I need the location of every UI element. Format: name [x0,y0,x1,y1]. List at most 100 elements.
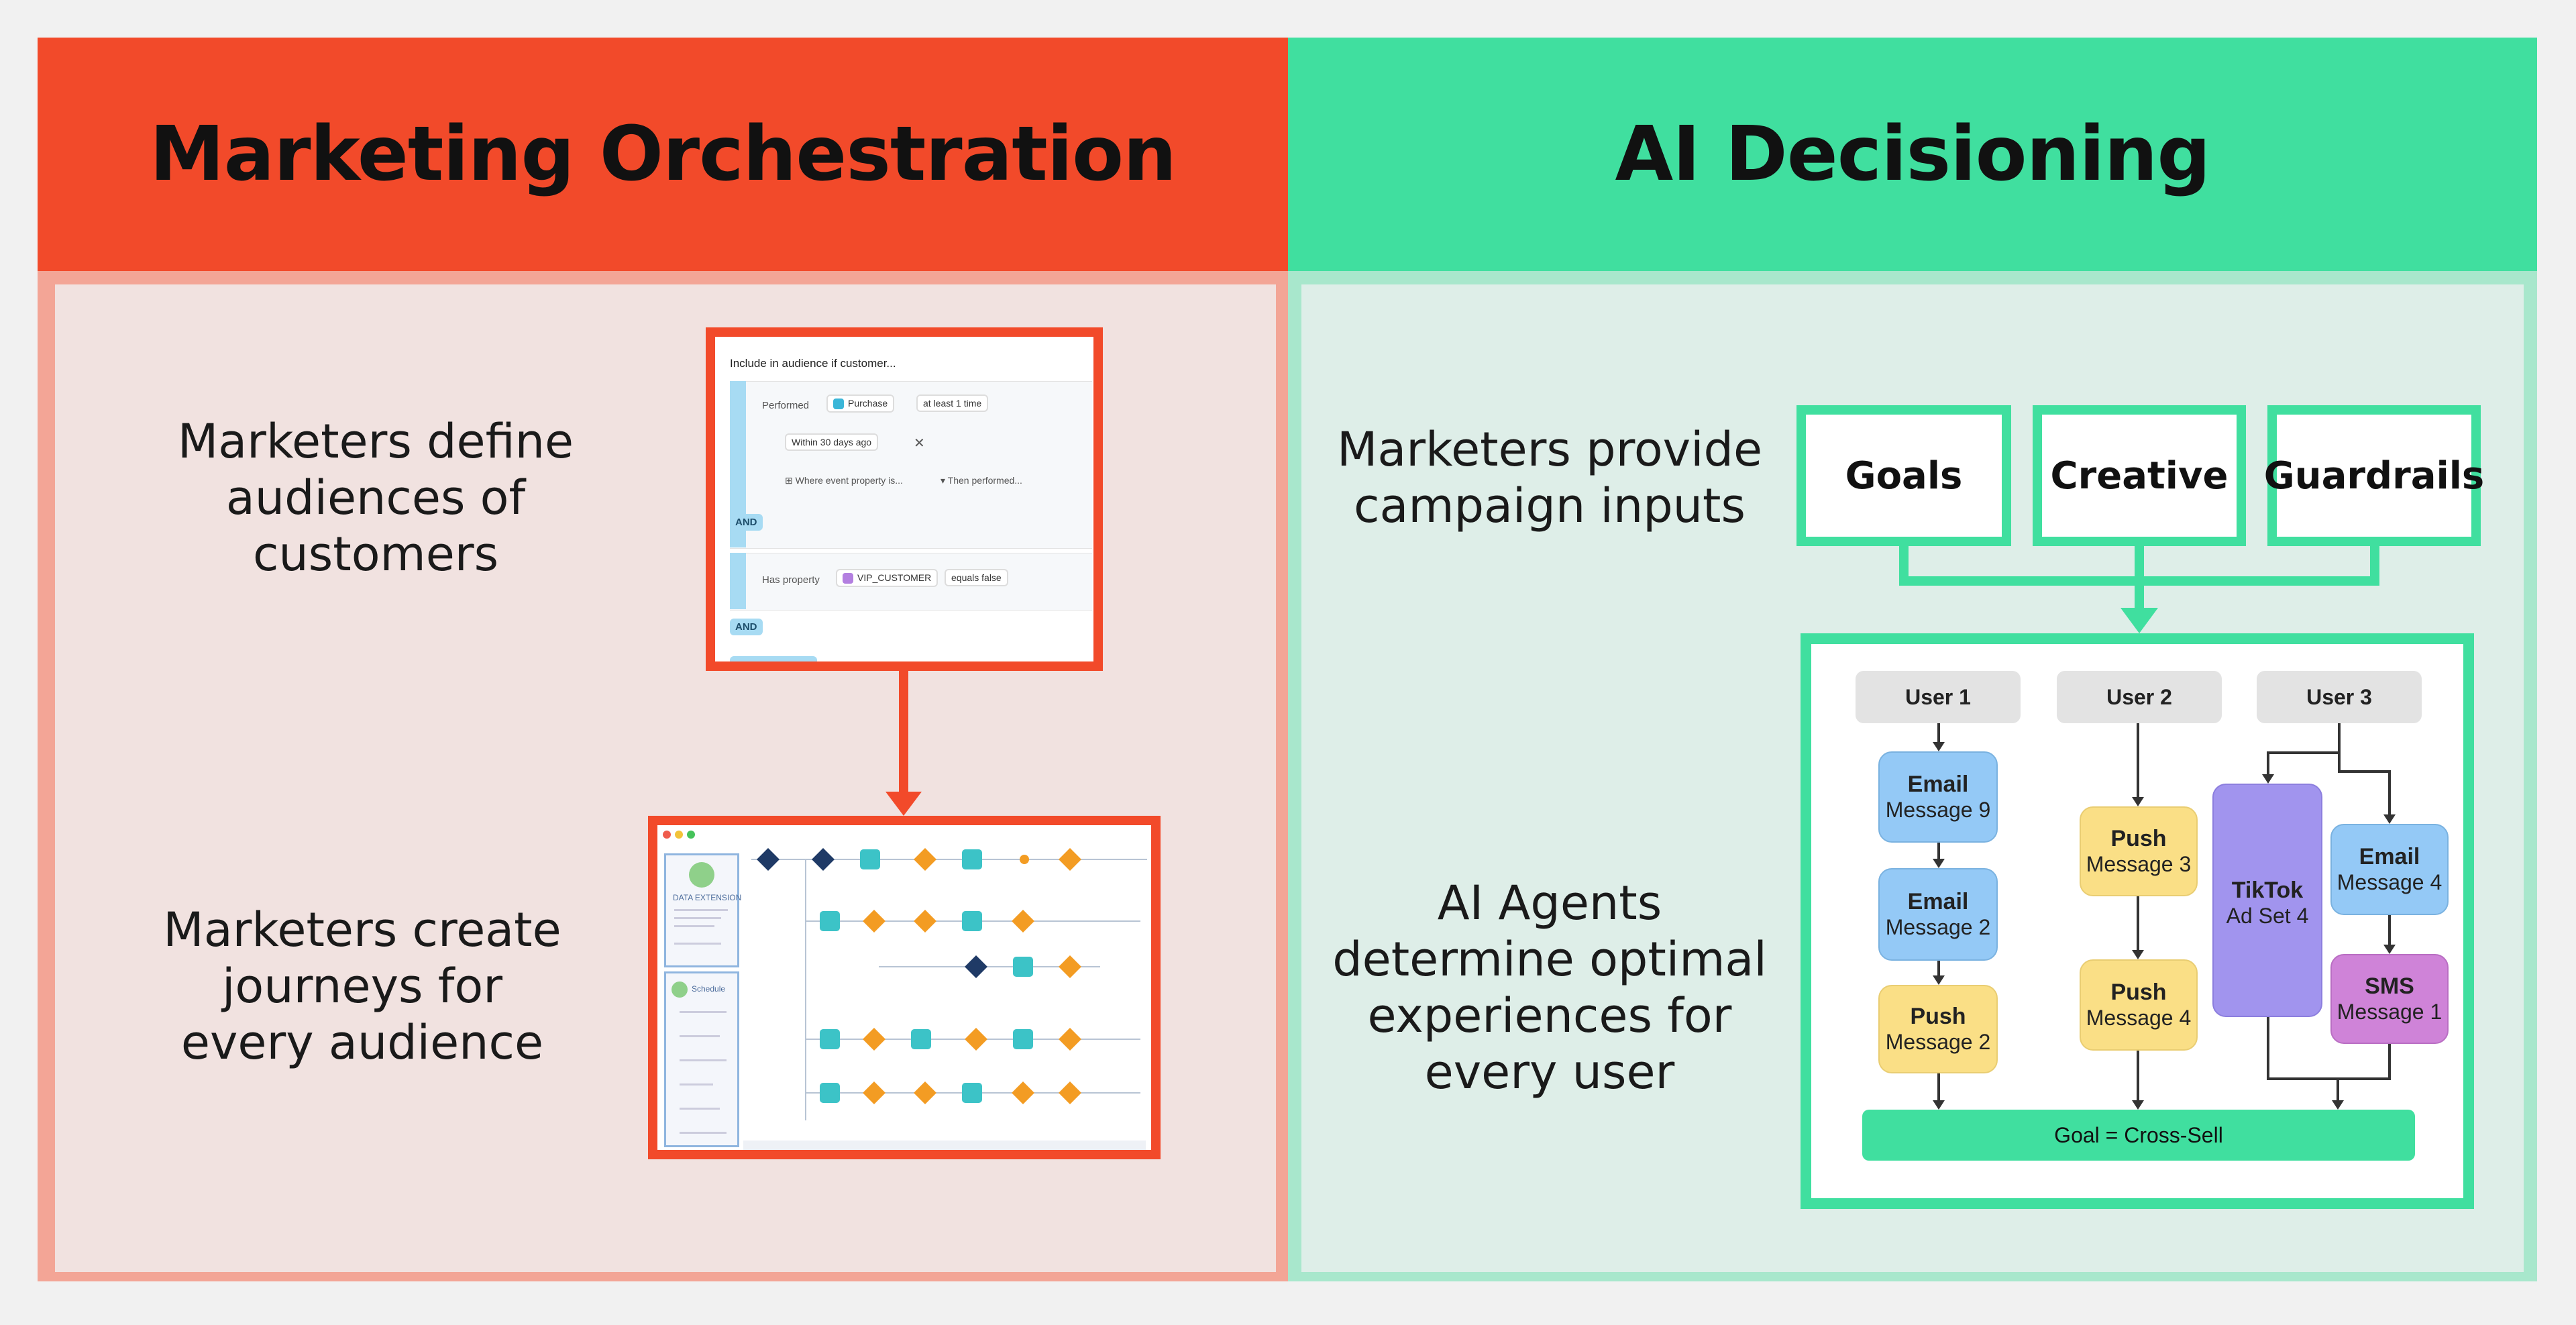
schedule-label: Schedule [692,984,726,994]
message-name: Message 3 [2086,852,2192,876]
ai-agents-text: AI Agents determine optimal experiences … [1315,875,1784,1100]
define-audiences-text: Marketers define audiences of customers [134,413,617,582]
create-journeys-text: Marketers create journeys for every audi… [121,902,604,1071]
flow-line [751,859,1147,860]
detail-line [680,1132,727,1134]
detail-line [680,1108,720,1110]
u2-push-message-3: Push Message 3 [2080,806,2198,896]
push-node[interactable] [962,911,982,931]
condition-block-1 [730,381,1092,549]
message-name: Ad Set 4 [2226,904,2309,928]
scrollbar[interactable] [743,1141,1146,1150]
u3-email-message-4: Email Message 4 [2330,824,2449,915]
data-extension-icon [689,862,714,888]
detail-line [674,909,728,911]
arrow-head [1933,1100,1945,1110]
sms-node[interactable] [820,1083,840,1103]
goals-label: Goals [1845,454,1963,498]
arrow-head [2132,950,2144,959]
ad-audience-node[interactable] [911,1029,931,1049]
schedule-icon [672,982,688,998]
journey-line-1: Marketers create [163,902,561,957]
message-name: Message 4 [2086,1006,2192,1030]
flow-line [805,859,806,1120]
add-filter-button[interactable] [730,656,817,661]
message-name: Message 4 [2337,870,2443,894]
purchase-icon [833,399,844,410]
vip-chip[interactable]: VIP_CUSTOMER [836,569,938,588]
message-name: Message 9 [1885,798,1991,822]
user-3-pill: User 3 [2257,671,2422,723]
audience-heading: Include in audience if customer... [730,357,896,370]
data-extension-label: DATA EXTENSION [673,893,742,902]
detail-line [680,1059,727,1061]
message-name: Message 1 [2337,1000,2443,1024]
and-chip-1: AND [730,514,763,531]
goal-cross-sell-bar: Goal = Cross-Sell [1862,1110,2415,1161]
detail-line [674,925,714,927]
purchase-chip-label: Purchase [848,398,888,409]
where-link[interactable]: ⊞ Where event property is... [785,475,903,486]
message-name: Message 2 [1885,915,1991,939]
task-node[interactable] [962,849,982,869]
detail-line [680,1011,727,1013]
ai-decisioning-header: AI Decisioning [1288,38,2537,271]
window-close-dot [663,831,671,839]
vip-chip-label: VIP_CUSTOMER [857,572,932,583]
user-2-pill: User 2 [2057,671,2222,723]
whatsapp-node[interactable] [820,1029,840,1049]
atleast-chip[interactable]: at least 1 time [916,394,989,412]
email-node[interactable] [1013,957,1033,977]
flow-line [2267,1017,2339,1102]
message-type: TikTok [2231,878,2304,903]
arrow-head [1933,742,1945,751]
marketing-orchestration-title: Marketing Orchestration [150,111,1177,198]
email-node[interactable] [962,1083,982,1103]
property-icon [843,573,853,584]
arrow-head [1933,859,1945,868]
join-node[interactable] [1020,855,1029,864]
message-type: Push [2110,979,2167,1005]
arrow-head [2383,814,2396,824]
agents-line-3: experiences for [1367,988,1732,1043]
message-type: Email [1907,772,1969,797]
where-link-label: Where event property is... [795,475,903,486]
u3-sms-message-1: SMS Message 1 [2330,954,2449,1044]
then-link[interactable]: ▾ Then performed... [941,475,1022,486]
email-node[interactable] [820,911,840,931]
flow-line [2338,1044,2391,1080]
window-max-dot [687,831,695,839]
agents-line-1: AI Agents [1437,876,1662,931]
arrow-head [2262,774,2274,784]
guardrails-box: Guardrails [2264,405,2484,546]
flow-line [2267,723,2341,776]
arrow-head [2332,1100,2344,1110]
email-node[interactable] [860,849,880,869]
journey-line-3: every audience [180,1015,544,1070]
equals-chip[interactable]: equals false [945,569,1008,586]
message-type: Push [1910,1004,1966,1029]
define-line-1: Marketers define [177,414,574,469]
close-icon[interactable]: ✕ [914,436,925,451]
define-line-3: customers [252,527,499,582]
u2-push-message-4: Push Message 4 [2080,959,2198,1051]
arrow-head [1933,975,1945,985]
creative-box: Creative [2033,405,2246,546]
schedule-card[interactable]: Schedule [664,971,739,1147]
inapp-node[interactable] [1013,1029,1033,1049]
u3-tiktok-ad-set-4: TikTok Ad Set 4 [2212,784,2322,1017]
inputs-line-2: campaign inputs [1354,478,1746,533]
arrow-head [2383,945,2396,954]
u1-email-message-9: Email Message 9 [1878,751,1998,843]
u1-push-message-2: Push Message 2 [1878,985,1998,1073]
and-chip-2: AND [730,619,763,635]
connector-line [899,671,908,796]
purchase-chip[interactable]: Purchase [826,394,895,413]
agents-line-4: every user [1424,1045,1675,1100]
then-link-label: Then performed... [947,475,1022,486]
arrow-down-icon [885,792,922,816]
within-chip[interactable]: Within 30 days ago [785,433,879,451]
data-extension-card[interactable]: DATA EXTENSION [664,853,742,967]
flow-line [2338,753,2391,816]
arrow-head [2132,797,2144,806]
